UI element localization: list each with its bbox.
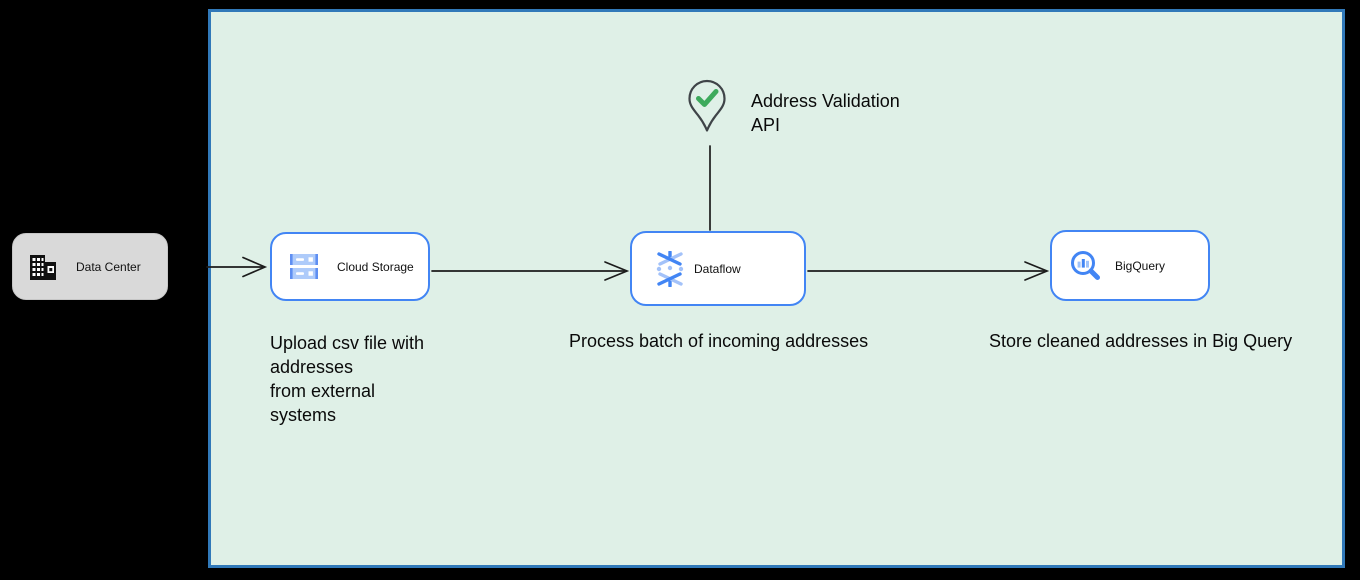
- cloud-storage-icon: [290, 254, 318, 279]
- validation-pin-icon: [688, 79, 726, 132]
- node-data-center[interactable]: Data Center: [12, 233, 168, 300]
- check-icon: [696, 89, 719, 107]
- node-bigquery[interactable]: BigQuery: [1050, 230, 1210, 301]
- node-dataflow[interactable]: Dataflow: [630, 231, 806, 306]
- address-validation-api-label: Address Validation API: [751, 91, 900, 135]
- bigquery-icon: [1071, 250, 1100, 280]
- dataflow-icon: [656, 250, 684, 287]
- dataflow-label: Dataflow: [694, 261, 741, 276]
- cloud-storage-label: Cloud Storage: [337, 259, 414, 274]
- upload-note: Upload csv file with addresses from exte…: [270, 333, 425, 425]
- process-note: Process batch of incoming addresses: [569, 331, 869, 351]
- building-icon: [30, 254, 56, 280]
- node-cloud-storage[interactable]: Cloud Storage: [270, 232, 430, 301]
- bigquery-label: BigQuery: [1115, 258, 1166, 273]
- store-note: Store cleaned addresses in Big Query: [989, 331, 1293, 351]
- data-center-label: Data Center: [76, 259, 141, 274]
